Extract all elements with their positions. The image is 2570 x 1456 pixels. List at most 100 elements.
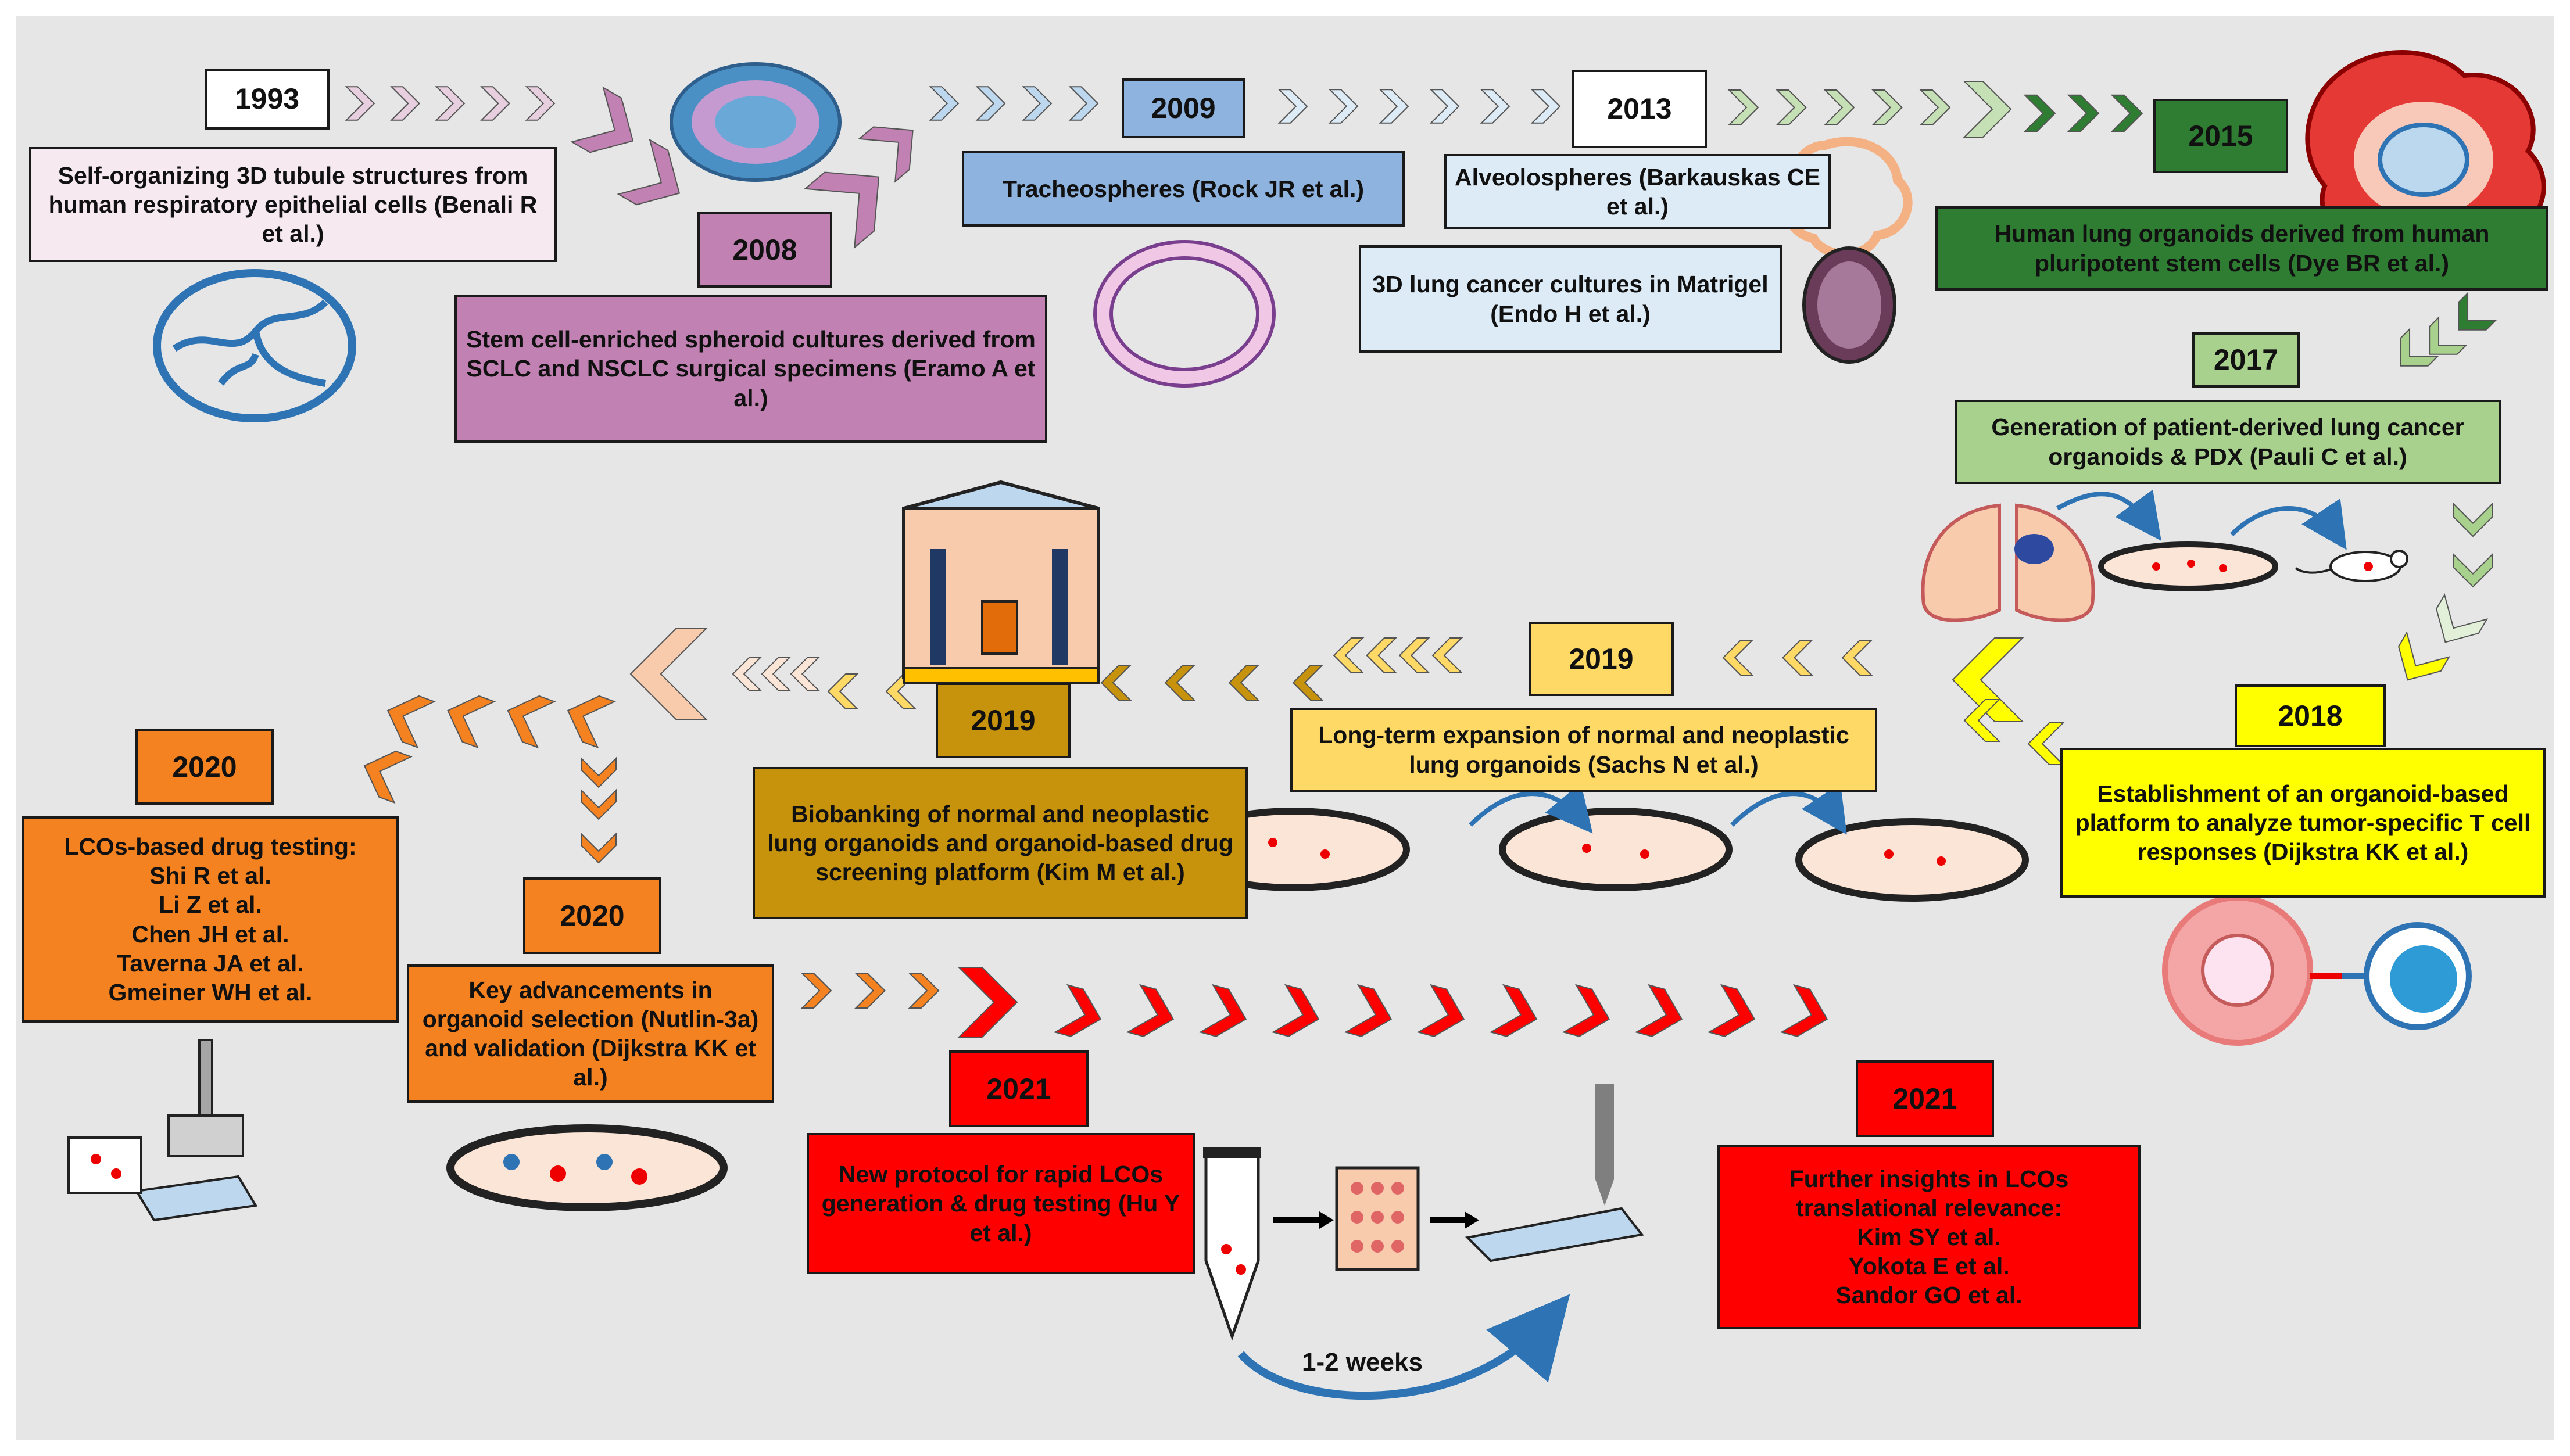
- timeline-chevron: [507, 695, 556, 749]
- timeline-chevron: [629, 628, 708, 720]
- timeline-chevron: [854, 973, 886, 1009]
- tubule-structure-icon: [153, 269, 356, 422]
- pipette-plate-icon: [67, 1039, 258, 1222]
- timeline-chevron: [1277, 89, 1308, 124]
- timeline-chevron: [1530, 89, 1561, 124]
- timeline-chevron: [1198, 984, 1247, 1037]
- year-2020-drug-testing: 2020: [135, 729, 274, 805]
- timeline-chevron: [2023, 94, 2056, 132]
- milestone-2019-kim-text: Biobanking of normal and neoplastic lung…: [753, 767, 1248, 919]
- screening-plate-icon: [1465, 1084, 1644, 1263]
- timeline-chevron: [1271, 984, 1320, 1037]
- milestone-2017-text: Generation of patient-derived lung cance…: [1955, 400, 2501, 484]
- cancer-culture-icon: [1802, 246, 1896, 364]
- year-2009: 2009: [1122, 78, 1245, 138]
- timeline-chevron: [1228, 665, 1260, 701]
- timeline-chevron: [2458, 292, 2497, 331]
- milestone-2020-drug-testing-text: LCOs-based drug testing: Shi R et al. Li…: [22, 816, 399, 1023]
- timeline-chevron: [581, 832, 617, 864]
- timeline-chevron: [2453, 502, 2493, 537]
- timeline-chevron: [1727, 89, 1759, 125]
- timeline-chevron: [1480, 89, 1510, 124]
- tube-icon: [1203, 1147, 1261, 1341]
- timeline-chevron: [858, 126, 914, 183]
- timeline-chevron: [1022, 86, 1053, 121]
- milestone-2021-insights-text: Further insights in LCOs translational r…: [1717, 1145, 2141, 1329]
- timeline-chevron: [617, 138, 681, 206]
- timeline-chevron: [1292, 665, 1324, 701]
- mouse-icon: [2295, 550, 2408, 582]
- spheroid-icon: [670, 62, 842, 182]
- milestone-2020-dijkstra-text: Key advancements in organoid selection (…: [407, 964, 774, 1103]
- milestone-2013-text2: 3D lung cancer cultures in Matrigel (End…: [1359, 245, 1782, 353]
- timeline-chevron: [567, 695, 616, 749]
- timeline-chevron: [1429, 89, 1460, 124]
- timeline-chevron: [1489, 984, 1538, 1037]
- timeline-chevron: [1344, 984, 1393, 1037]
- expansion-dishes-icon: [1176, 808, 2029, 902]
- timeline-chevron: [1707, 984, 1756, 1037]
- timeline-chevron: [929, 86, 960, 121]
- timeline-chevron: [2398, 631, 2450, 681]
- timeline-chevron: [581, 788, 617, 820]
- timeline-chevron: [761, 657, 792, 691]
- timeline-chevron: [345, 86, 375, 121]
- weeks-label: 1-2 weeks: [1302, 1348, 1423, 1376]
- timeline-chevron: [480, 86, 510, 121]
- year-2017: 2017: [2192, 332, 2300, 388]
- timeline-chevron: [1164, 665, 1196, 701]
- year-2013: 2013: [1572, 70, 1707, 148]
- tumor-cell-icon: [2162, 895, 2313, 1046]
- timeline-chevron: [2453, 553, 2493, 588]
- timeline-chevron: [2110, 94, 2143, 132]
- timeline-chevron: [1841, 640, 1873, 676]
- timeline-chevron: [1398, 637, 1430, 673]
- timeline-chevron: [386, 695, 436, 749]
- milestone-2021-hu-text: New protocol for rapid LCOs generation &…: [807, 1133, 1195, 1274]
- timeline-chevron: [957, 967, 1018, 1038]
- milestone-2019-sachs-text: Long-term expansion of normal and neopla…: [1290, 708, 1877, 792]
- year-2020-dijkstra: 2020: [523, 877, 661, 954]
- timeline-chevron: [1416, 984, 1465, 1037]
- timeline-chevron: [363, 750, 413, 804]
- year-2019-sachs: 2019: [1529, 622, 1674, 696]
- lung-icon: [1921, 503, 2095, 622]
- milestone-2008-text: Stem cell-enriched spheroid cultures der…: [454, 295, 1047, 443]
- timeline-chevron: [1963, 699, 2001, 742]
- timeline-chevron: [1722, 640, 1754, 676]
- timeline-chevron: [1053, 984, 1102, 1037]
- timeline-chevron: [790, 657, 821, 691]
- well-plate-icon: [1335, 1166, 1420, 1271]
- timeline-chevron: [827, 673, 859, 709]
- year-2021-insights: 2021: [1856, 1060, 1994, 1137]
- year-2008: 2008: [697, 212, 832, 288]
- timeline-chevron: [2400, 328, 2439, 367]
- timeline-chevron: [1431, 637, 1463, 673]
- timeline-chevron: [1823, 89, 1855, 125]
- timeline-chevron: [435, 86, 466, 121]
- timeline-chevron: [1328, 89, 1359, 124]
- year-1993: 1993: [205, 69, 330, 130]
- timeline-chevron: [2429, 316, 2468, 355]
- timeline-chevron: [1634, 984, 1683, 1037]
- timeline-chevron: [570, 86, 634, 153]
- tracheosphere-icon: [1093, 240, 1276, 388]
- timeline-chevron: [1871, 89, 1903, 125]
- timeline-chevron: [581, 756, 617, 788]
- milestone-2013-text: Alveolospheres (Barkauskas CE et al.): [1444, 154, 1831, 229]
- timeline-chevron: [1068, 86, 1099, 121]
- timeline-chevron: [732, 657, 763, 691]
- year-2021-hu: 2021: [949, 1050, 1089, 1127]
- timeline-chevron: [1126, 984, 1175, 1037]
- timeline-chevron: [803, 171, 880, 249]
- petri-dish-icon: [2098, 541, 2278, 591]
- milestone-2015-text: Human lung organoids derived from human …: [1935, 206, 2548, 291]
- timeline-chevron: [2436, 593, 2488, 643]
- timeline-chevron: [1780, 984, 1828, 1037]
- timeline-chevron: [1776, 89, 1807, 125]
- timeline-chevron: [1100, 665, 1132, 701]
- timeline-chevron: [1919, 89, 1951, 125]
- timeline-chevron: [1963, 81, 2012, 138]
- timeline-chevron: [908, 973, 940, 1009]
